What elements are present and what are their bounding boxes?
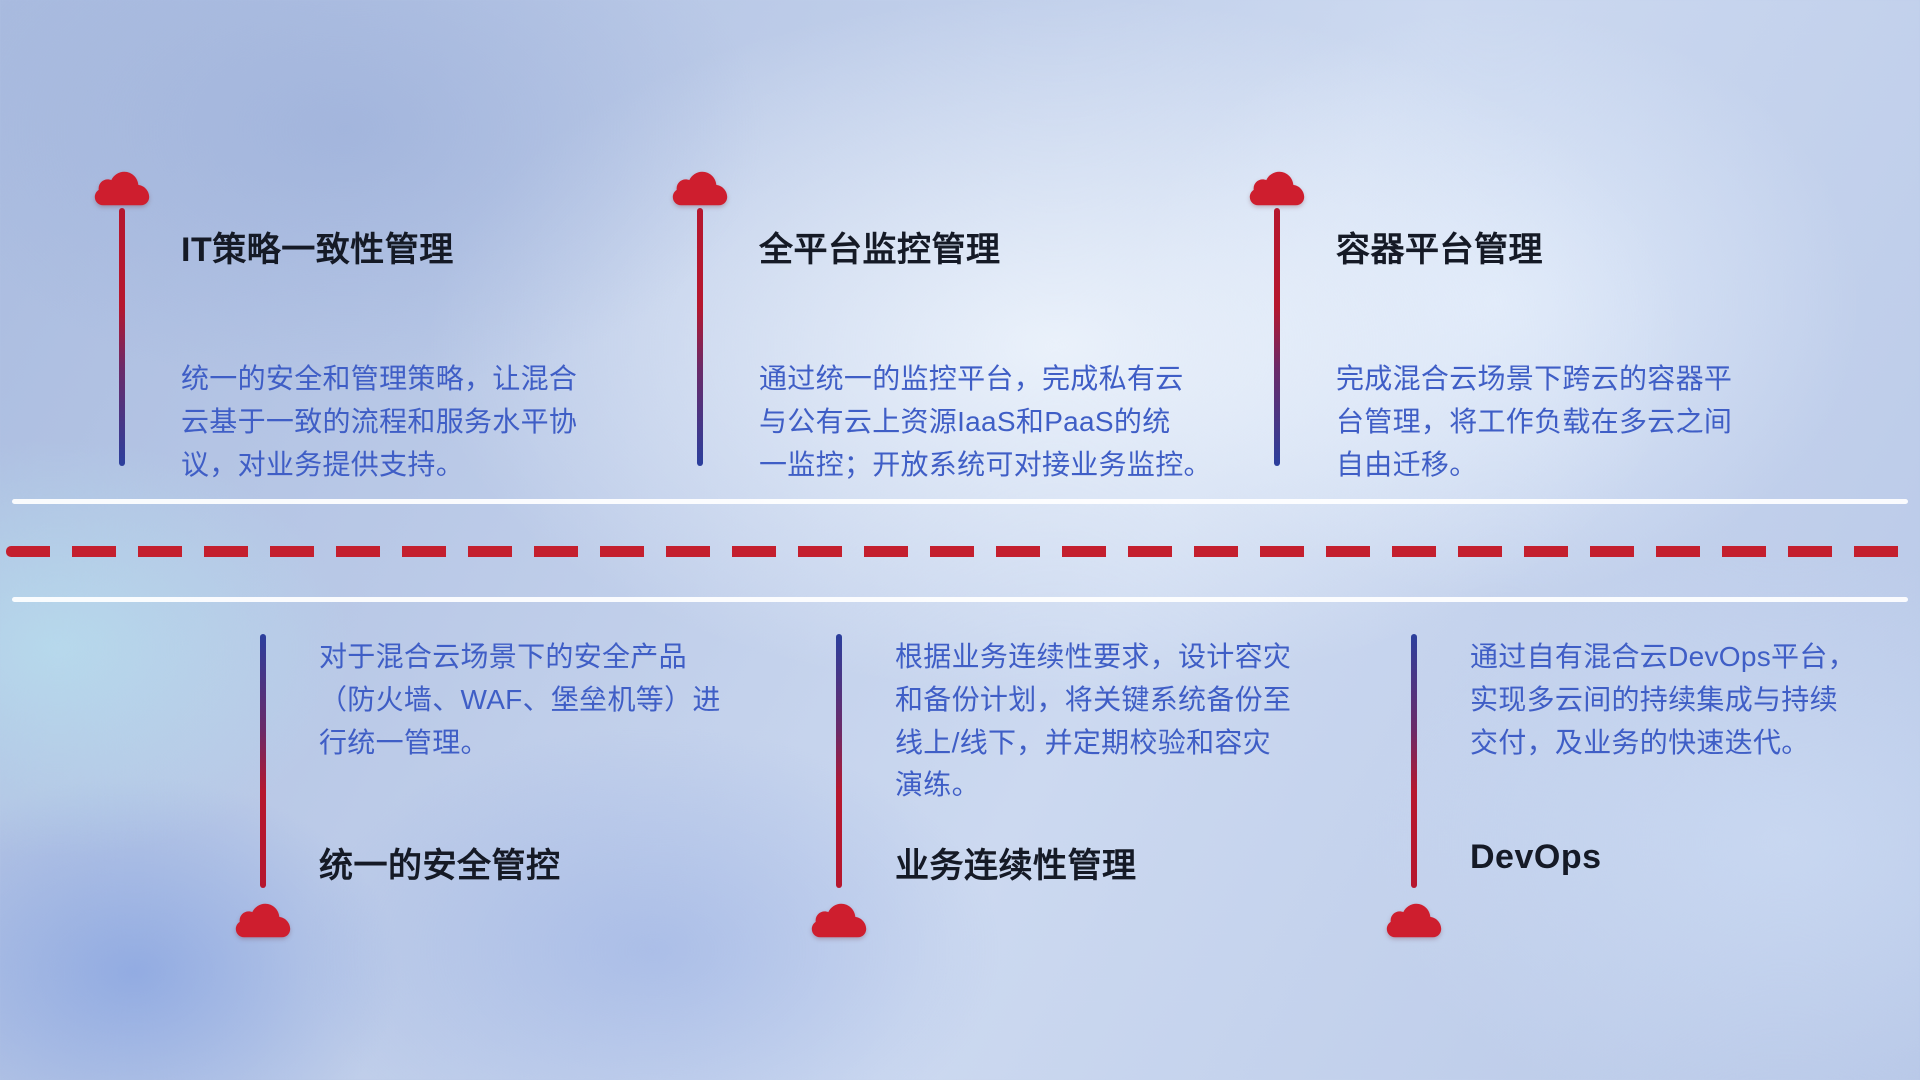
- feature-title: 容器平台管理: [1336, 231, 1543, 269]
- connector-line: [260, 634, 266, 888]
- feature-title: IT策略一致性管理: [181, 231, 454, 269]
- cloud-icon: [810, 900, 868, 940]
- cloud-icon: [1385, 900, 1443, 940]
- connector-line: [119, 208, 125, 466]
- feature-description: 根据业务连续性要求，设计容灾 和备份计划，将关键系统备份至 线上/线下，并定期校…: [895, 641, 1292, 801]
- cloud-icon: [234, 900, 292, 940]
- feature-description: 完成混合云场景下跨云的容器平 台管理，将工作负载在多云之间 自由迁移。: [1336, 363, 1733, 480]
- feature-description: 通过自有混合云DevOps平台， 实现多云间的持续集成与持续 交付，及业务的快速…: [1470, 641, 1856, 758]
- cloud-icon: [93, 168, 151, 208]
- connector-line: [836, 634, 842, 888]
- feature-title: DevOps: [1470, 838, 1602, 876]
- feature-title: 业务连续性管理: [895, 847, 1137, 885]
- dashed-timeline: [6, 546, 1914, 557]
- connector-line: [1274, 208, 1280, 466]
- feature-description: 统一的安全和管理策略，让混合 云基于一致的流程和服务水平协 议，对业务提供支持。: [181, 363, 578, 480]
- feature-title: 全平台监控管理: [759, 231, 1001, 269]
- connector-line: [1411, 634, 1417, 888]
- separator-line-bottom: [12, 597, 1908, 602]
- separator-line-top: [12, 499, 1908, 504]
- feature-description: 通过统一的监控平台，完成私有云 与公有云上资源IaaS和PaaS的统 一监控；开…: [759, 363, 1212, 480]
- cloud-icon: [1248, 168, 1306, 208]
- cloud-icon: [671, 168, 729, 208]
- feature-description: 对于混合云场景下的安全产品 （防火墙、WAF、堡垒机等）进 行统一管理。: [319, 641, 721, 758]
- feature-title: 统一的安全管控: [319, 847, 561, 885]
- connector-line: [697, 208, 703, 466]
